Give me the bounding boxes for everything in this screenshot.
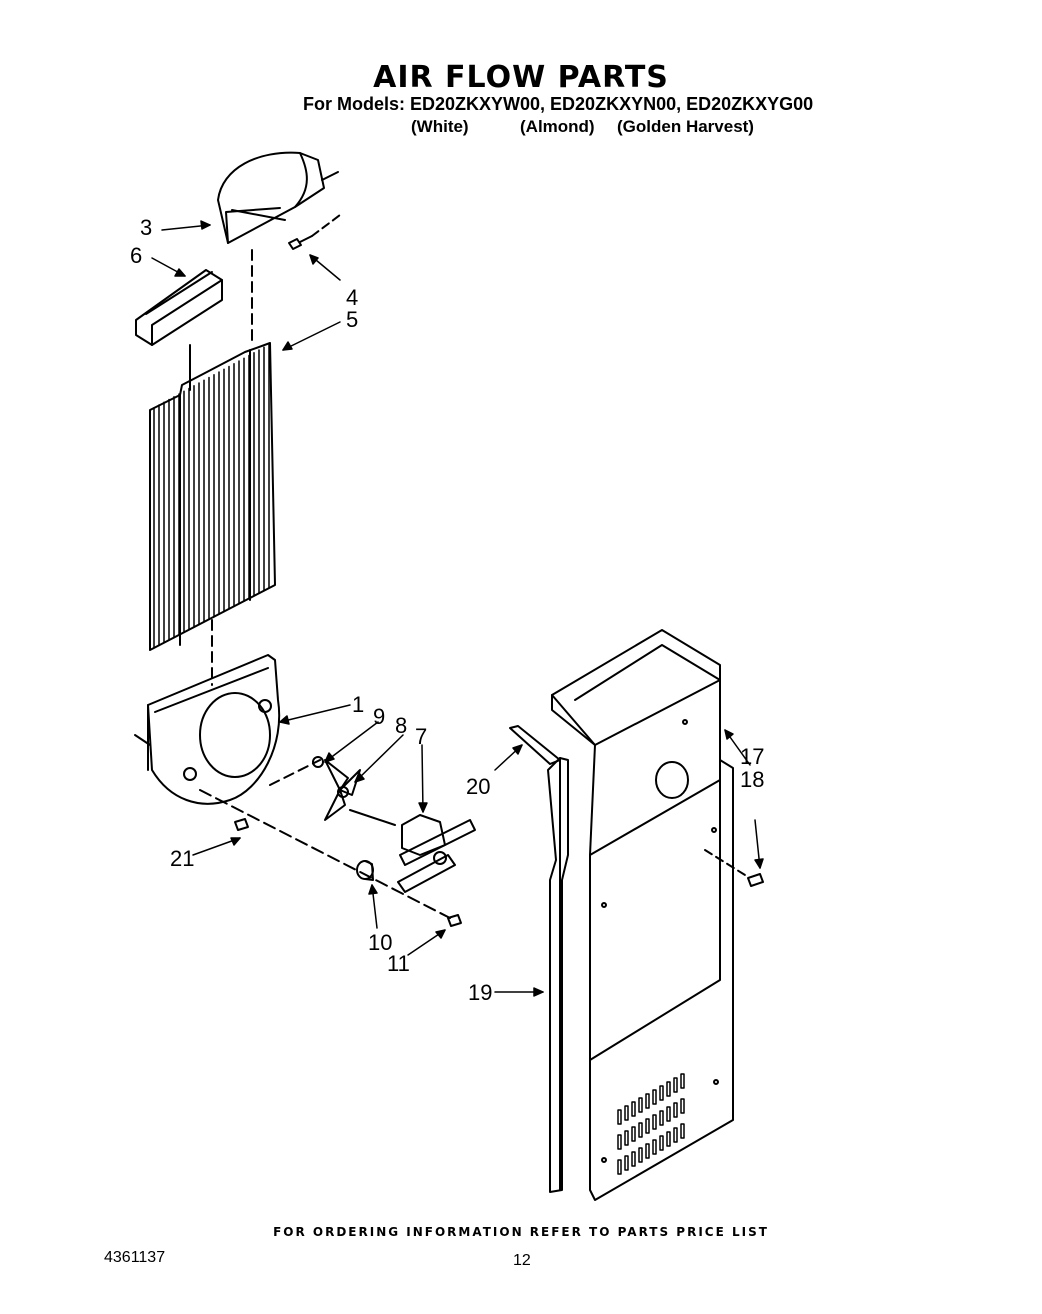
callout-7: 7	[415, 724, 428, 749]
callout-3: 3	[140, 215, 153, 240]
evaporator-coil-part	[149, 342, 276, 651]
callout-10: 10	[368, 930, 393, 955]
vent-slot	[673, 1102, 678, 1118]
vent-slot	[680, 1123, 685, 1139]
vent-slot	[617, 1159, 622, 1175]
leader-dash	[311, 214, 341, 237]
page-number: 12	[513, 1252, 531, 1269]
fan-shroud-part	[147, 654, 281, 805]
vent-slot	[645, 1093, 650, 1109]
callout-4: 4	[346, 285, 359, 310]
vent-slot	[631, 1101, 636, 1117]
vent-slot	[631, 1126, 636, 1142]
leader-dash	[704, 849, 746, 876]
vent-slot	[666, 1081, 671, 1097]
callout-1: 1	[352, 692, 365, 717]
gasket-part	[509, 725, 561, 765]
nut-part	[312, 756, 324, 768]
vent-slot	[631, 1151, 636, 1167]
callout-17: 17	[740, 744, 765, 769]
air-duct-cover-part	[217, 151, 339, 244]
document-number: 4361137	[104, 1249, 166, 1266]
rear-panel-part	[551, 629, 734, 1201]
vent-slot	[624, 1130, 629, 1146]
callout-18: 18	[740, 767, 765, 792]
page-title: AIR FLOW PARTS	[373, 60, 669, 95]
leader-line	[134, 734, 151, 746]
vent-slot	[666, 1106, 671, 1122]
callout-9: 9	[373, 704, 386, 729]
vent-slot	[624, 1105, 629, 1121]
color-golden-label: (Golden Harvest)	[617, 117, 754, 136]
leader-line	[349, 809, 396, 826]
fan-blade-part	[324, 759, 361, 821]
callout-6: 6	[130, 243, 143, 268]
grille-part	[135, 269, 223, 346]
axis-dash	[199, 789, 451, 919]
vent-slot	[659, 1110, 664, 1126]
vent-slot	[680, 1098, 685, 1114]
vent-slot	[617, 1134, 622, 1150]
fan-motor-part	[397, 814, 476, 893]
vent-slot	[624, 1155, 629, 1171]
callout-5: 5	[346, 307, 359, 332]
models-line: For Models: ED20ZKXYW00, ED20ZKXYN00, ED…	[303, 94, 814, 114]
screw-part-18	[747, 873, 764, 887]
vent-slot	[680, 1073, 685, 1089]
vent-slot	[666, 1131, 671, 1147]
vent-slot	[638, 1147, 643, 1163]
vent-slot	[673, 1127, 678, 1143]
color-almond-label: (Almond)	[520, 117, 595, 136]
screw-part-11	[447, 914, 462, 927]
vent-slot	[645, 1143, 650, 1159]
spacer-part	[356, 860, 374, 881]
callout-21: 21	[170, 846, 195, 871]
screw-part-21	[234, 818, 249, 831]
vent-slot	[652, 1089, 657, 1105]
axis-dash	[269, 759, 321, 786]
channel-part	[547, 757, 569, 1193]
vent-slot	[617, 1109, 622, 1125]
vent-slot	[652, 1114, 657, 1130]
callout-19: 19	[468, 980, 493, 1005]
ordering-note: FOR ORDERING INFORMATION REFER TO PARTS …	[273, 1225, 769, 1239]
vent-slot	[659, 1135, 664, 1151]
vent-slot	[652, 1139, 657, 1155]
callout-20: 20	[466, 774, 491, 799]
callout-11: 11	[387, 951, 410, 976]
vent-slot	[638, 1122, 643, 1138]
vent-slot	[645, 1118, 650, 1134]
callout-8: 8	[395, 713, 408, 738]
callout-arrows	[151, 220, 764, 997]
screw-part-4	[288, 235, 313, 250]
vent-slot	[659, 1085, 664, 1101]
vent-slot	[638, 1097, 643, 1113]
vent-slot	[673, 1077, 678, 1093]
color-white-label: (White)	[411, 117, 469, 136]
